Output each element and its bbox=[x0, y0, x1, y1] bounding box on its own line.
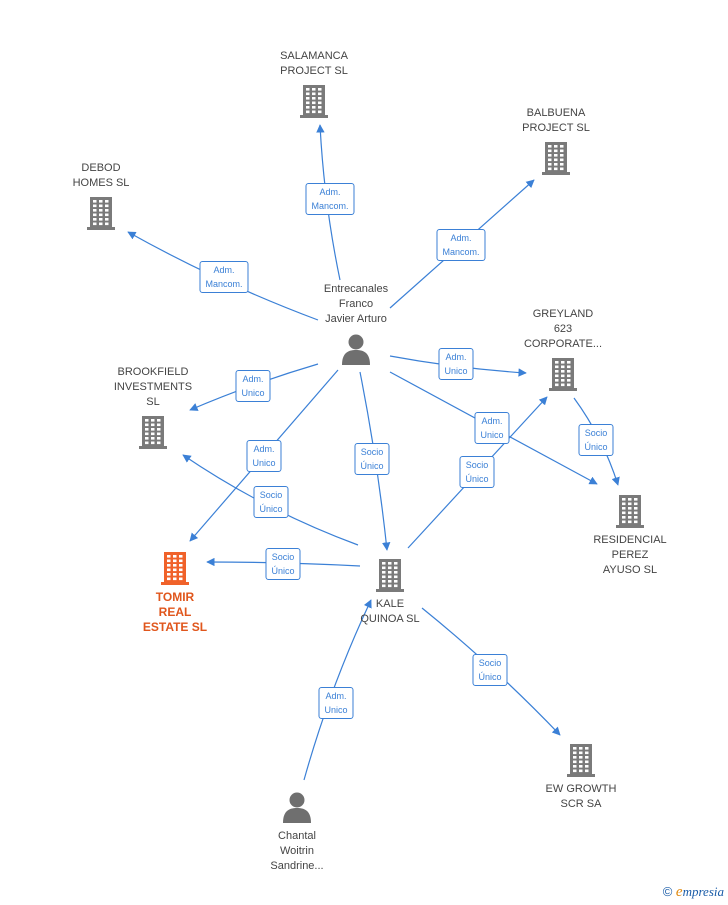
edge-label-entrecanales-kale[interactable]: Socio Único bbox=[354, 443, 390, 475]
node-chantal[interactable]: Chantal Woitrin Sandrine... bbox=[237, 789, 357, 874]
edge-label-entrecanales-greyland[interactable]: Adm. Unico bbox=[438, 348, 474, 380]
edge-label-entrecanales-balbuena[interactable]: Adm. Mancom. bbox=[436, 229, 486, 261]
building-icon bbox=[546, 356, 580, 392]
building-icon bbox=[297, 83, 331, 119]
node-label: Chantal Woitrin Sandrine... bbox=[270, 830, 324, 872]
node-label: RESIDENCIAL PEREZ AYUSO SL bbox=[593, 534, 667, 576]
node-greyland[interactable]: GREYLAND 623 CORPORATE... bbox=[503, 307, 623, 392]
node-label: KALE QUINOA SL bbox=[360, 598, 420, 625]
node-label: SALAMANCA PROJECT SL bbox=[280, 50, 348, 77]
building-icon bbox=[136, 414, 170, 450]
node-label: Entrecanales Franco Javier Arturo bbox=[323, 283, 389, 325]
node-tomir[interactable]: TOMIR REAL ESTATE SL bbox=[115, 550, 235, 635]
node-ewgrowth[interactable]: EW GROWTH SCR SA bbox=[521, 742, 641, 812]
node-residencial[interactable]: RESIDENCIAL PEREZ AYUSO SL bbox=[570, 493, 690, 578]
building-icon bbox=[84, 195, 118, 231]
edge-label-kale-tomir[interactable]: Socio Único bbox=[265, 548, 301, 580]
edge-label-entrecanales-brookfield[interactable]: Adm. Unico bbox=[235, 370, 271, 402]
node-label: BALBUENA PROJECT SL bbox=[522, 107, 590, 134]
node-label: EW GROWTH SCR SA bbox=[545, 783, 617, 810]
edge-label-kale-ewgrowth[interactable]: Socio Único bbox=[472, 654, 508, 686]
company-highlight-icon bbox=[158, 550, 192, 586]
footer-brand[interactable]: © empresia bbox=[663, 884, 724, 901]
node-entrecanales[interactable]: Entrecanales Franco Javier Arturo bbox=[296, 282, 416, 367]
person-icon bbox=[280, 789, 314, 825]
edge-label-entrecanales-debod[interactable]: Adm. Mancom. bbox=[199, 261, 249, 293]
node-balbuena[interactable]: BALBUENA PROJECT SL bbox=[496, 106, 616, 176]
node-salamanca[interactable]: SALAMANCA PROJECT SL bbox=[254, 49, 374, 119]
edge-label-entrecanales-salamanca[interactable]: Adm. Mancom. bbox=[305, 183, 355, 215]
brand-logo-initial: e bbox=[675, 884, 683, 900]
edge-label-entrecanales-tomir[interactable]: Adm. Unico bbox=[246, 440, 282, 472]
building-icon bbox=[564, 742, 598, 778]
brand-logo-text: mpresia bbox=[682, 884, 724, 899]
person-icon bbox=[339, 331, 373, 367]
node-label: GREYLAND 623 CORPORATE... bbox=[523, 308, 603, 350]
node-brookfield[interactable]: BROOKFIELD INVESTMENTS SL bbox=[93, 365, 213, 450]
edge-label-greyland-residencial[interactable]: Socio Único bbox=[578, 424, 614, 456]
copyright-symbol: © bbox=[662, 884, 673, 899]
node-label: BROOKFIELD INVESTMENTS SL bbox=[113, 366, 193, 408]
node-kale[interactable]: KALE QUINOA SL bbox=[330, 557, 450, 627]
building-icon bbox=[539, 140, 573, 176]
node-label: TOMIR REAL ESTATE SL bbox=[142, 590, 208, 634]
node-label: DEBOD HOMES SL bbox=[72, 162, 130, 189]
edge-label-chantal-kale[interactable]: Adm. Unico bbox=[318, 687, 354, 719]
node-debod[interactable]: DEBOD HOMES SL bbox=[41, 161, 161, 231]
edge-label-kale-brookfield[interactable]: Socio Único bbox=[253, 486, 289, 518]
building-icon bbox=[373, 557, 407, 593]
edge-label-entrecanales-residencial[interactable]: Adm. Unico bbox=[474, 412, 510, 444]
edge-label-kale-greyland[interactable]: Socio Único bbox=[459, 456, 495, 488]
building-icon bbox=[613, 493, 647, 529]
